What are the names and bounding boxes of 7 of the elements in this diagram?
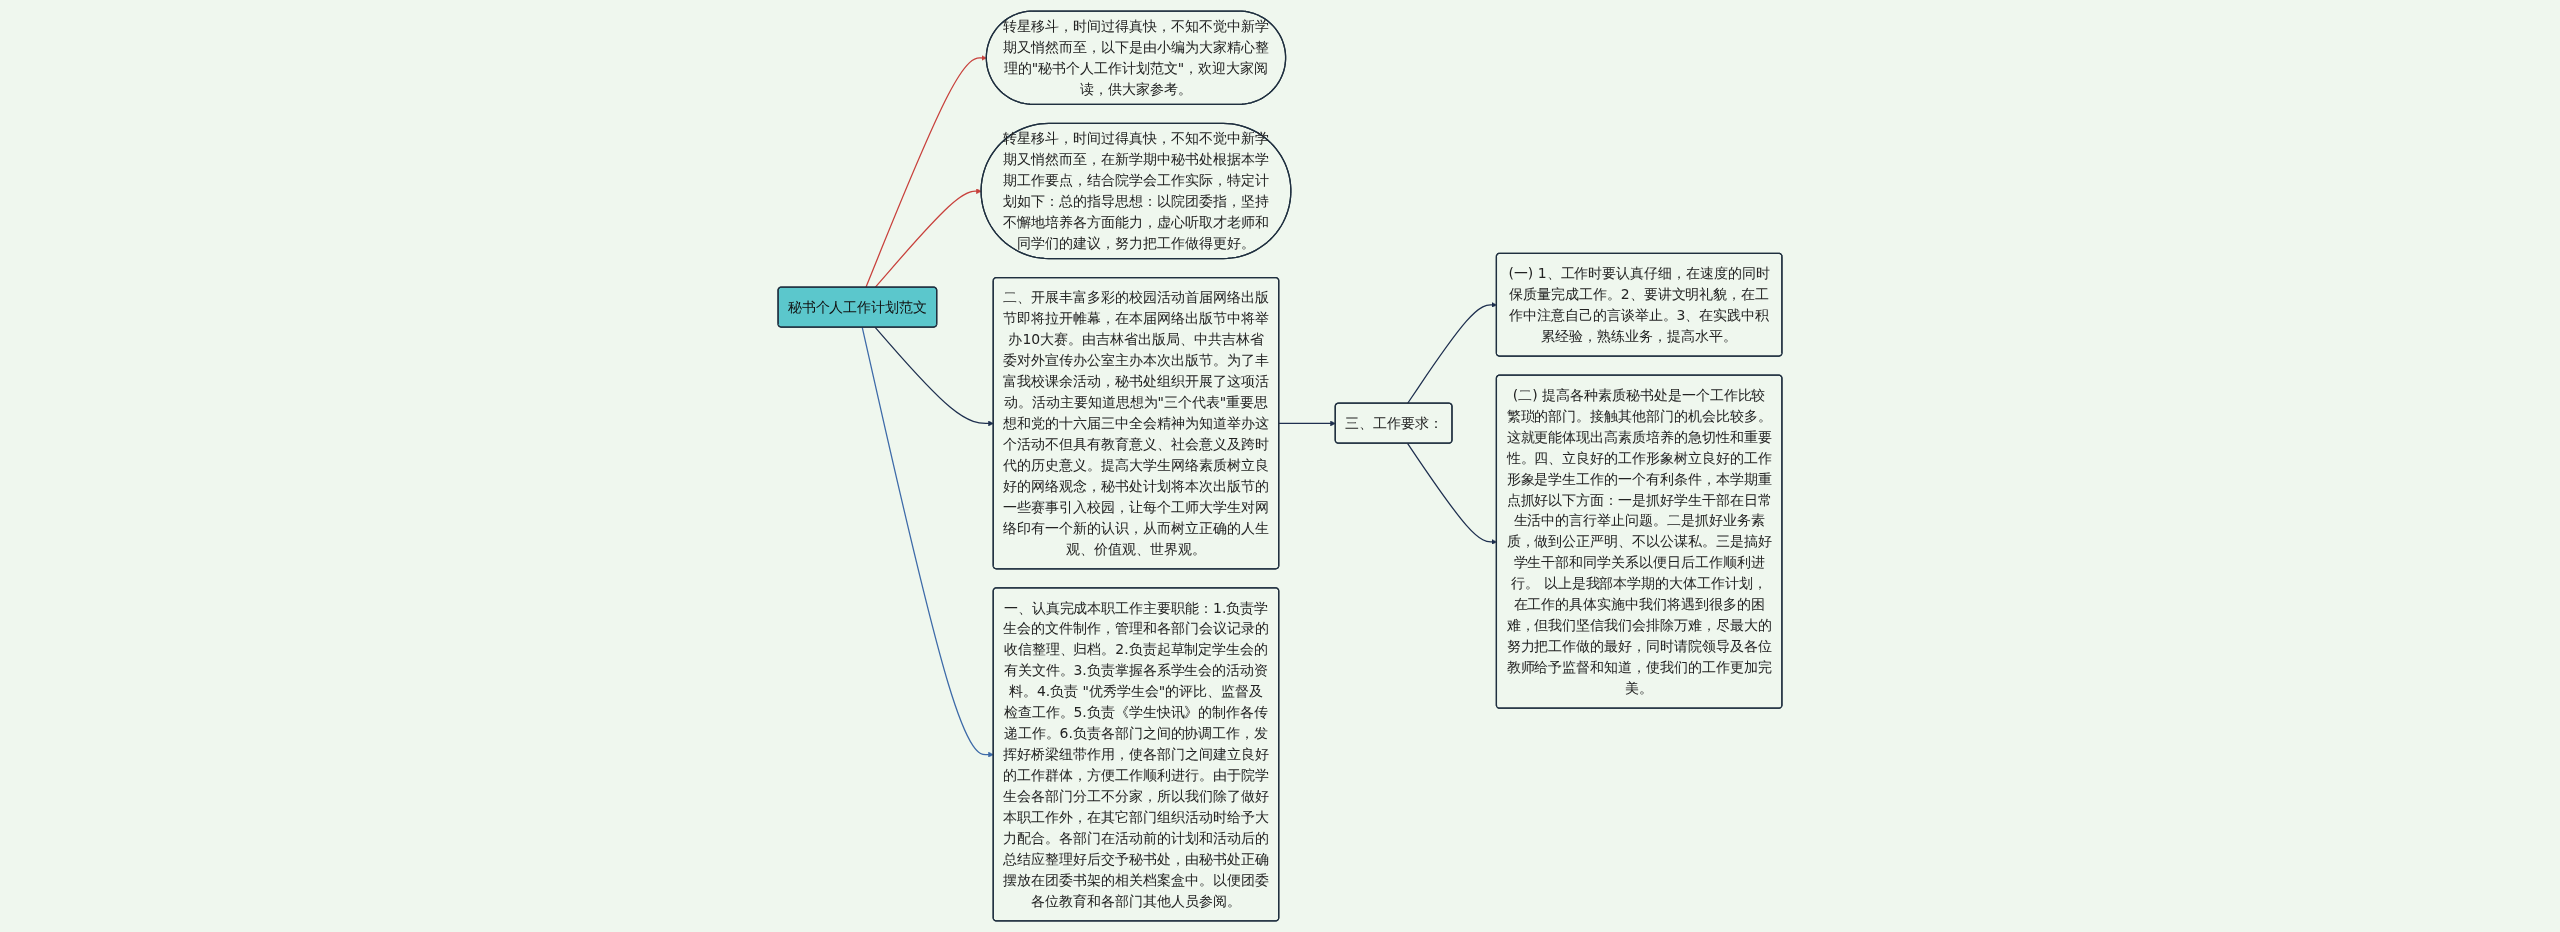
- arrow: [1406, 302, 1497, 405]
- arrow: [1278, 420, 1336, 427]
- arrow: [1406, 442, 1497, 545]
- arrow: [861, 326, 994, 758]
- arrow: [874, 188, 982, 289]
- arrow: [865, 55, 987, 289]
- arrow: [874, 326, 994, 427]
